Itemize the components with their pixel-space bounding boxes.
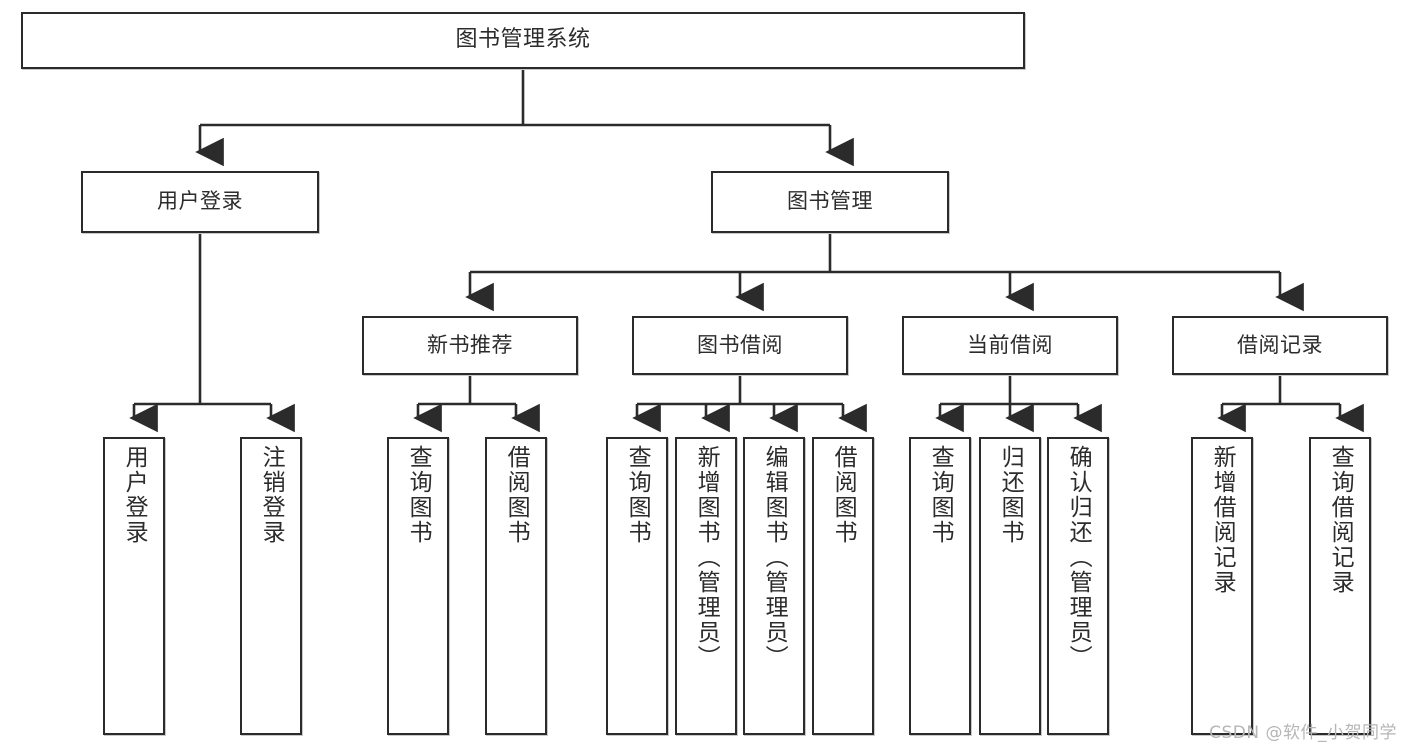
- node-label: 归还图书: [997, 445, 1024, 545]
- node-label: 图书借阅: [697, 332, 783, 357]
- leaf-user-login-signin[interactable]: 用户登录: [103, 437, 165, 735]
- node-borrow-record[interactable]: 借阅记录: [1172, 316, 1388, 375]
- node-label: 借阅图书: [503, 445, 530, 545]
- node-label: 用户登录: [121, 445, 148, 545]
- leaf-new-book-query[interactable]: 查询图书: [387, 437, 449, 735]
- leaf-book-borrow-query[interactable]: 查询图书: [606, 437, 668, 735]
- leaf-new-book-borrow[interactable]: 借阅图书: [485, 437, 547, 735]
- leaf-borrow-record-query[interactable]: 查询借阅记录: [1309, 437, 1371, 735]
- node-label: 查询图书: [927, 445, 954, 545]
- node-label: 新增图书（管理员）: [693, 445, 720, 670]
- node-label: 借阅图书: [830, 445, 857, 545]
- node-label: 查询图书: [624, 445, 651, 545]
- node-label: 查询借阅记录: [1327, 445, 1354, 595]
- leaf-borrow-record-add[interactable]: 新增借阅记录: [1191, 437, 1253, 735]
- node-current-borrow[interactable]: 当前借阅: [902, 316, 1118, 375]
- leaf-book-borrow-edit[interactable]: 编辑图书（管理员）: [743, 437, 805, 735]
- node-label: 借阅记录: [1237, 332, 1323, 357]
- node-user-login[interactable]: 用户登录: [81, 171, 319, 233]
- node-label: 确认归还（管理员）: [1065, 445, 1092, 670]
- node-label: 新增借阅记录: [1209, 445, 1236, 595]
- node-label: 查询图书: [405, 445, 432, 545]
- leaf-book-borrow-lend[interactable]: 借阅图书: [812, 437, 874, 735]
- csdn-watermark: CSDN @软件_小贺同学: [1209, 723, 1397, 743]
- node-book-borrow[interactable]: 图书借阅: [632, 316, 848, 375]
- node-label: 注销登录: [258, 445, 285, 545]
- leaf-user-login-signout[interactable]: 注销登录: [240, 437, 302, 735]
- node-label: 当前借阅: [967, 332, 1053, 357]
- leaf-book-borrow-add[interactable]: 新增图书（管理员）: [675, 437, 737, 735]
- leaf-current-borrow-return[interactable]: 归还图书: [979, 437, 1041, 735]
- leaf-current-borrow-confirm-return[interactable]: 确认归还（管理员）: [1047, 437, 1109, 735]
- node-label: 图书管理: [787, 189, 873, 214]
- node-label: 图书管理系统: [455, 27, 591, 53]
- node-new-book-recommend[interactable]: 新书推荐: [362, 316, 578, 375]
- node-label: 编辑图书（管理员）: [761, 445, 788, 670]
- node-label: 新书推荐: [427, 332, 513, 357]
- leaf-current-borrow-query[interactable]: 查询图书: [909, 437, 971, 735]
- node-root-system[interactable]: 图书管理系统: [21, 12, 1025, 69]
- node-book-management[interactable]: 图书管理: [711, 171, 949, 233]
- node-label: 用户登录: [157, 189, 243, 214]
